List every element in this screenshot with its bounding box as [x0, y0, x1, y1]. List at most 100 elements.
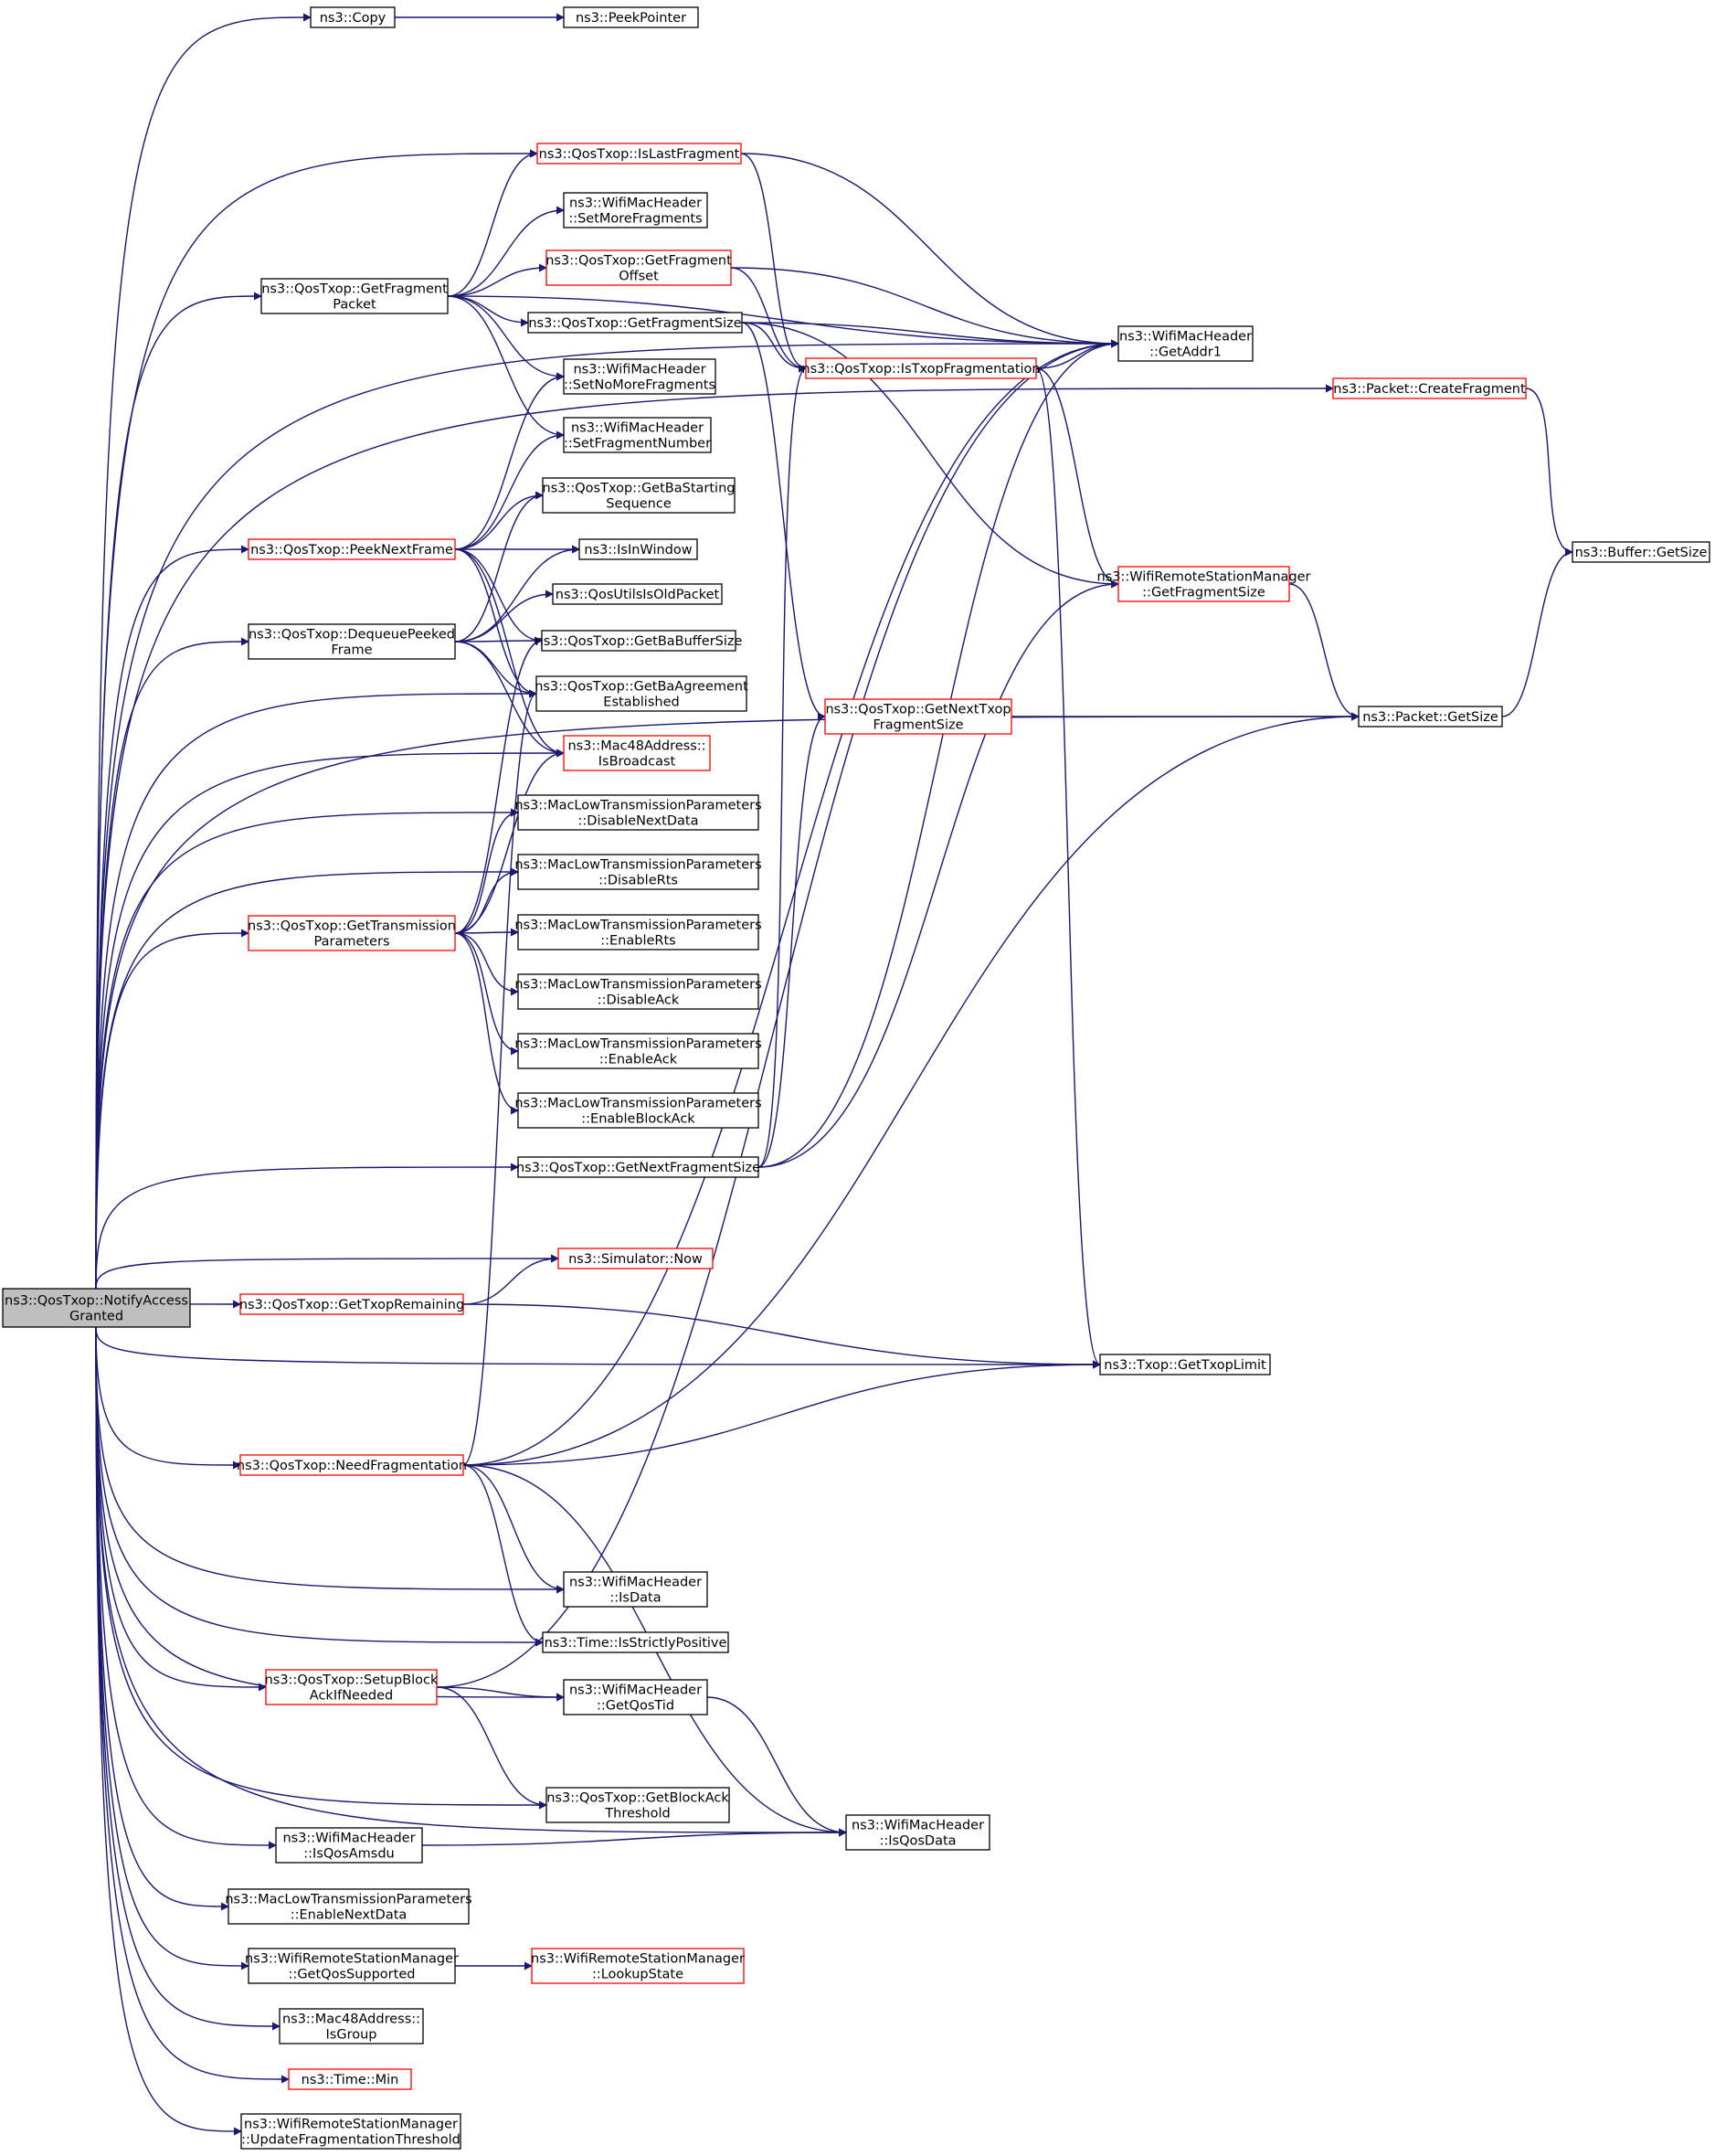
node-isinwindow[interactable]: ns3::IsInWindow: [578, 538, 698, 560]
node-label: ns3::PeekPointer: [576, 11, 686, 26]
node-box: [517, 1033, 759, 1069]
edge-notify-to-isbroadcast: [95, 749, 565, 1290]
edge-peeknext-to-getbabuffersize: [454, 548, 543, 645]
node-gettxoplimit[interactable]: ns3::Txop::GetTxopLimit: [1099, 1354, 1271, 1375]
node-label: AckIfNeeded: [310, 1689, 393, 1704]
node-box: [310, 6, 396, 28]
node-box: [541, 630, 736, 652]
node-label: ns3::QosTxop::GetBlockAck: [546, 1791, 729, 1806]
node-getbabuffersize[interactable]: ns3::QosTxop::GetBaBufferSize: [535, 630, 743, 652]
edge-createfrag-to-buffergetsize: [1525, 388, 1573, 557]
node-peeknext[interactable]: ns3::QosTxop::PeekNextFrame: [248, 538, 456, 560]
node-isgroup[interactable]: ns3::Mac48Address::IsGroup: [279, 2008, 424, 2044]
node-updatefragthresh[interactable]: ns3::WifiRemoteStationManager::UpdateFra…: [240, 2113, 461, 2150]
node-label: ns3::MacLowTransmissionParameters: [514, 799, 761, 813]
node-box: [517, 914, 759, 951]
node-simnow[interactable]: ns3::Simulator::Now: [557, 1248, 714, 1269]
node-enableack[interactable]: ns3::MacLowTransmissionParameters::Enabl…: [514, 1033, 762, 1069]
node-label: ns3::QosTxop::GetFragment: [261, 282, 448, 297]
edge-notify-to-isstrictlypos: [95, 1326, 544, 1647]
node-disablerts[interactable]: ns3::MacLowTransmissionParameters::Disab…: [514, 854, 762, 890]
node-lookupstate[interactable]: ns3::WifiRemoteStationManager::LookupSta…: [531, 1948, 745, 1984]
node-getfragsizewrsm[interactable]: ns3::WifiRemoteStationManager::GetFragme…: [1097, 566, 1311, 602]
node-getqostid[interactable]: ns3::WifiMacHeader::GetQosTid: [563, 1679, 708, 1715]
node-istxopfrag[interactable]: ns3::QosTxop::IsTxopFragmentation: [801, 357, 1041, 379]
node-getqossupported[interactable]: ns3::WifiRemoteStationManager::GetQosSup…: [245, 1948, 459, 1984]
node-box: [279, 2008, 424, 2044]
node-isqosdata[interactable]: ns3::WifiMacHeader::IsQosData: [845, 1814, 990, 1851]
node-box: [563, 417, 712, 453]
node-islastfrag[interactable]: ns3::QosTxop::IsLastFragment: [536, 143, 742, 165]
node-label: Packet: [333, 298, 376, 313]
edge-peeknext-to-setnomorefrag: [454, 372, 565, 550]
node-label: ns3::QosTxop::DequeuePeeked: [249, 628, 455, 643]
node-disableack[interactable]: ns3::MacLowTransmissionParameters::Disab…: [514, 973, 762, 1010]
node-label: ns3::WifiMacHeader: [1119, 330, 1252, 345]
node-box: [265, 1669, 438, 1705]
node-box: [248, 538, 456, 560]
node-label: Granted: [69, 1310, 123, 1324]
node-needfrag[interactable]: ns3::QosTxop::NeedFragmentation: [237, 1454, 467, 1476]
edge-getfragsizewrsm-to-packetgetsize: [1288, 583, 1360, 721]
node-isoldpacket[interactable]: ns3::QosUtilsIsOldPacket: [552, 583, 723, 605]
edge-packetgetsize-to-buffergetsize: [1501, 547, 1573, 717]
node-box: [248, 623, 456, 660]
edge-getfragpacket-to-islastfrag: [447, 149, 538, 297]
node-setnomorefrag[interactable]: ns3::WifiMacHeader::SetNoMoreFragments: [563, 358, 716, 395]
node-copy[interactable]: ns3::Copy: [310, 6, 396, 28]
node-box: [517, 794, 759, 831]
node-enablenextdata[interactable]: ns3::MacLowTransmissionParameters::Enabl…: [225, 1888, 472, 1925]
node-box: [563, 1679, 708, 1715]
node-packetgetsize[interactable]: ns3::Packet::GetSize: [1358, 706, 1503, 728]
edge-gettxopremaining-to-simnow: [462, 1254, 559, 1305]
node-isstrictlypos[interactable]: ns3::Time::IsStrictlyPositive: [542, 1631, 729, 1653]
edge-dequeue-to-getbaagreement: [454, 641, 537, 698]
node-label: ns3::MacLowTransmissionParameters: [514, 978, 761, 993]
node-getfragsize[interactable]: ns3::QosTxop::GetFragmentSize: [527, 312, 743, 334]
node-timemin[interactable]: ns3::Time::Min: [288, 2068, 412, 2090]
node-label: FragmentSize: [873, 718, 963, 733]
node-box: [240, 2113, 461, 2150]
node-label: ::SetNoMoreFragments: [564, 378, 715, 393]
node-label: ::DisableRts: [598, 874, 678, 888]
node-isqosamsdu[interactable]: ns3::WifiMacHeader::IsQosAmsdu: [275, 1827, 423, 1864]
edge-getfragpacket-to-setmorefrag: [447, 206, 565, 297]
node-box: [536, 143, 742, 165]
edge-notify-to-getbaagreement: [95, 689, 537, 1290]
node-setmorefrag[interactable]: ns3::WifiMacHeader::SetMoreFragments: [563, 192, 708, 228]
node-setfragnum[interactable]: ns3::WifiMacHeader::SetFragmentNumber: [563, 417, 712, 453]
node-disablenextdata[interactable]: ns3::MacLowTransmissionParameters::Disab…: [514, 794, 762, 831]
node-isdata[interactable]: ns3::WifiMacHeader::IsData: [563, 1571, 708, 1608]
node-label: ns3::QosTxop::IsLastFragment: [539, 147, 740, 162]
node-isbroadcast[interactable]: ns3::Mac48Address::IsBroadcast: [563, 735, 711, 771]
node-label: Parameters: [314, 935, 390, 950]
edges-layer: [95, 13, 1573, 2136]
edge-needfrag-to-gettxoplimit: [462, 1360, 1101, 1466]
node-enableblockack[interactable]: ns3::MacLowTransmissionParameters::Enabl…: [514, 1092, 762, 1129]
node-label: ns3::WifiRemoteStationManager: [245, 1952, 459, 1967]
edge-notify-to-isqosamsdu: [95, 1326, 277, 1850]
node-box: [517, 1156, 759, 1178]
node-getaddr1[interactable]: ns3::WifiMacHeader::GetAddr1: [1117, 325, 1254, 362]
node-label: ns3::WifiMacHeader: [571, 421, 704, 436]
edge-istxopfrag-to-getfragsizewrsm: [1035, 367, 1119, 589]
node-label: ns3::WifiMacHeader: [569, 196, 702, 211]
node-createfrag[interactable]: ns3::Packet::CreateFragment: [1332, 377, 1527, 399]
node-enablerts[interactable]: ns3::MacLowTransmissionParameters::Enabl…: [514, 914, 762, 951]
node-label: ns3::Buffer::GetSize: [1575, 546, 1708, 560]
node-getnextfragsize[interactable]: ns3::QosTxop::GetNextFragmentSize: [516, 1156, 760, 1178]
node-peekptr[interactable]: ns3::PeekPointer: [563, 6, 699, 28]
node-gettxopremaining[interactable]: ns3::QosTxop::GetTxopRemaining: [239, 1293, 464, 1315]
edge-dequeue-to-isoldpacket: [454, 589, 554, 643]
node-buffergetsize[interactable]: ns3::Buffer::GetSize: [1572, 541, 1710, 563]
